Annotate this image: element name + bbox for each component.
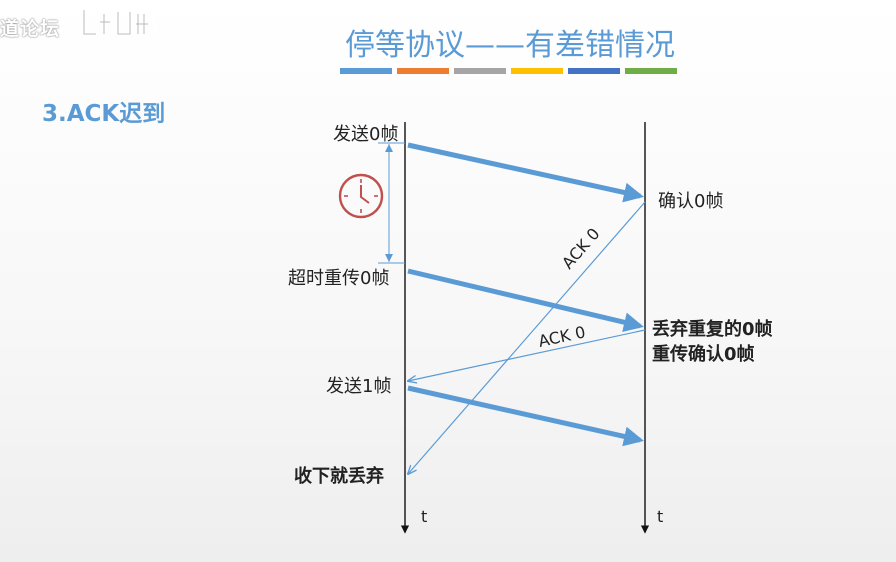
page-title: 停等协议——有差错情况: [345, 28, 675, 63]
color-bar-segment: [454, 68, 506, 74]
color-bar-segment: [397, 68, 449, 74]
label-resend-ack: 重传确认0帧: [652, 344, 755, 365]
ack0-late-arrow: [408, 201, 646, 474]
label-accept-discard: 收下就丢弃: [294, 466, 384, 487]
color-bar-segment: [340, 68, 392, 74]
ack-label-first: ACK 0: [558, 224, 604, 272]
label-confirm-frame0: 确认0帧: [658, 191, 724, 212]
frame1-arrow: [407, 385, 644, 447]
frame0-arrow: [407, 142, 644, 203]
color-bar-segment: [568, 68, 620, 74]
color-bar-segment: [625, 68, 677, 74]
receiver-time-label: t: [657, 507, 663, 526]
timeout-arrow-down: [385, 254, 393, 262]
sender-time-label: t: [421, 507, 427, 526]
watermark-logo: [82, 10, 158, 36]
watermark-text: 道论坛: [0, 14, 60, 40]
ack0-resent-arrow: [408, 329, 646, 381]
label-send-frame1: 发送1帧: [326, 376, 392, 397]
section-heading: 3.ACK迟到: [42, 101, 166, 127]
label-send-frame0: 发送0帧: [333, 124, 399, 145]
clock-icon: [338, 173, 384, 219]
frame0-resend-arrow: [407, 268, 644, 333]
color-bar-segment: [511, 68, 563, 74]
timeout-arrow-up: [385, 144, 393, 152]
watermark-label: 道论坛: [0, 18, 61, 40]
label-discard-duplicate: 丢弃重复的0帧: [652, 319, 773, 340]
label-timeout-resend-frame0: 超时重传0帧: [288, 268, 390, 289]
ack-label-second: ACK 0: [537, 322, 588, 350]
